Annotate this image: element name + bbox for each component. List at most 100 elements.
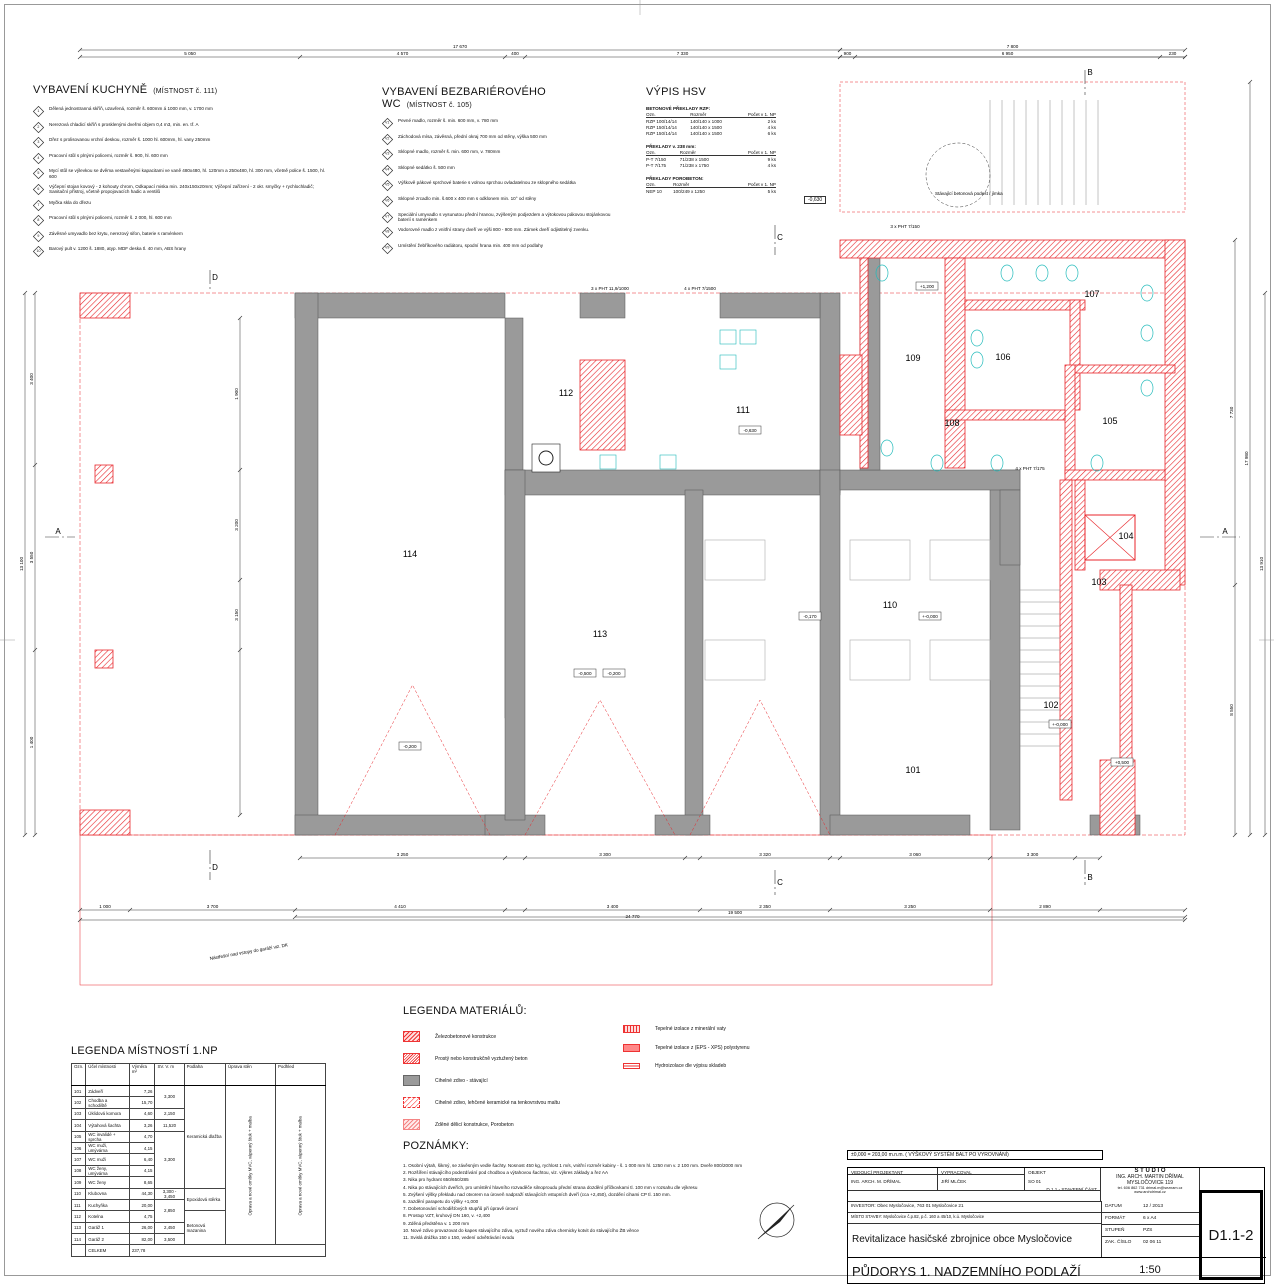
existing-wall <box>294 814 506 836</box>
dim-top-right-seg-label: 900 <box>844 51 852 56</box>
wc-title-text: VYBAVENÍ BEZBARIÉROVÉHO WC <box>382 86 546 110</box>
room-number-111: 111 <box>736 405 750 415</box>
room-purpose: Výtahová šachta <box>85 1119 130 1132</box>
dim-top-label: 5 050 <box>184 51 196 56</box>
title-block: ±0,000 = 203,00 m.n.m. ( VÝŠKOVÝ SYSTÉM … <box>847 1150 1266 1284</box>
sanitary-fixture <box>990 454 1004 472</box>
level-tag-box <box>915 281 939 291</box>
room-number: 105 <box>70 1130 87 1143</box>
section-label: A <box>1222 527 1228 536</box>
room-area: 6,40 <box>128 1153 156 1166</box>
dim-bottom-label: 3 300 <box>599 852 611 857</box>
room-number: 114 <box>70 1233 87 1246</box>
hsv-cell: RZP 100/14/14 <box>646 118 677 124</box>
hsv-col: Rozměr <box>690 111 736 118</box>
dim-overall-label: 3 400 <box>607 904 619 909</box>
level-tag-box <box>918 611 942 621</box>
dim-tick <box>522 907 528 913</box>
dim-tick <box>1232 582 1238 588</box>
note-item: 7. Dobetonování schodišťových stupňů při… <box>403 1206 519 1212</box>
dim-tick <box>827 907 833 913</box>
dim-tick <box>1262 832 1268 838</box>
datum-line: ±0,000 = 203,00 m.n.m. ( VÝŠKOVÝ SYSTÉM … <box>847 1150 1103 1160</box>
level-tag: +-0,000 <box>1052 722 1068 727</box>
dim-tick <box>1232 237 1238 243</box>
legend-label: Železobetonové konstrukce <box>435 1033 497 1040</box>
sanitary-fixture <box>1140 379 1154 397</box>
notes: POZNÁMKY: 1. Osobní výtah, šikmý, se záv… <box>403 1140 743 1241</box>
dim-left-label: 3 550 <box>29 551 34 563</box>
legend-label: Zděné dělicí konstrukce, Porobeton <box>435 1121 514 1128</box>
note-item: 5. Zvýšení výšky překladu nad otvorem na… <box>403 1191 671 1197</box>
dim-top-right-label: 7 800 <box>1007 44 1019 49</box>
materials-legend: LEGENDA MATERIÁLŮ: Železobetonové konstr… <box>403 1005 823 1141</box>
section-label: C <box>777 233 783 242</box>
investor-label: INVESTOR: <box>851 1203 876 1208</box>
dim-tick <box>1072 855 1078 861</box>
dim-tick <box>827 855 833 861</box>
legend-label: Tepelné izolace z (EPS - XPS) polystyren… <box>655 1045 750 1051</box>
room-number: 107 <box>70 1153 87 1166</box>
room-height: 3,300 <box>154 1130 185 1189</box>
new-wall <box>1064 364 1076 476</box>
dim-tick <box>237 467 243 473</box>
dim-tick <box>1182 907 1188 913</box>
table <box>849 539 911 581</box>
note-item: 9. Zděná předstěna v. 1 200 mm <box>403 1220 470 1226</box>
dim-total-bottom-label: 24 770 <box>625 914 639 919</box>
dim-tick <box>22 832 28 838</box>
room-number: 101 <box>70 1084 87 1098</box>
waterproofing-swatch <box>623 1063 640 1069</box>
dim-tick <box>32 647 38 653</box>
stair-outline <box>839 81 1186 213</box>
item-text: Speciální umyvadlo s vysunutou přední hr… <box>398 211 611 222</box>
item-text: Dělená jednostranná skříň, uzavřená, roz… <box>49 106 213 111</box>
stage-value: PZS <box>1143 1228 1153 1233</box>
existing-pit-outline <box>925 142 991 208</box>
hsv-cell: NEP 10 <box>646 188 662 194</box>
dim-tick <box>502 54 508 60</box>
hsv-cell: P-T 7/150 <box>646 156 667 162</box>
hsv-cell: 6 ks <box>767 130 776 136</box>
dim-bottom-label: 3 060 <box>909 852 921 857</box>
kitchen-fixture <box>719 354 737 370</box>
rooms-header-cell: SV. V. m <box>154 1063 185 1086</box>
rooms-header-cell: Podlaha <box>183 1063 226 1086</box>
room-number: 110 <box>70 1187 87 1200</box>
dim-left-label: 3 400 <box>29 373 34 385</box>
lintel-label: 4 x PHT 7/175 <box>1015 466 1045 471</box>
table <box>704 639 766 681</box>
room-purpose: Garáž 1 <box>85 1221 130 1235</box>
room-area: 8,65 <box>128 1176 156 1189</box>
format-value: 6 x A4 <box>1143 1216 1157 1221</box>
room-number-112: 112 <box>559 388 573 398</box>
existing-wall <box>819 469 841 836</box>
eps-swatch <box>623 1044 640 1052</box>
elevator-shaft <box>1084 514 1136 561</box>
dim-tick <box>1182 54 1188 60</box>
dim-tick <box>502 855 508 861</box>
level-tag-box <box>798 611 822 621</box>
studio-name: ING. ARCH. MARTIN DŘÍMAL <box>1116 1174 1184 1180</box>
investor-value: Obec Mysločovice, 763 01 Mysločovice 21 <box>876 1203 964 1208</box>
dim-tick <box>1182 914 1188 920</box>
legend-label: Hydroizolace dle výpisu skladeb <box>655 1063 727 1069</box>
dim-tick <box>522 54 528 60</box>
dim-overall-label: 1 000 <box>99 904 111 909</box>
legend-item: Železobetonové konstrukce <box>403 1031 623 1042</box>
section-label: D <box>212 863 218 872</box>
room-height: 3,500 <box>154 1233 185 1246</box>
dim-tick <box>837 54 843 60</box>
new-wall <box>1074 364 1176 374</box>
